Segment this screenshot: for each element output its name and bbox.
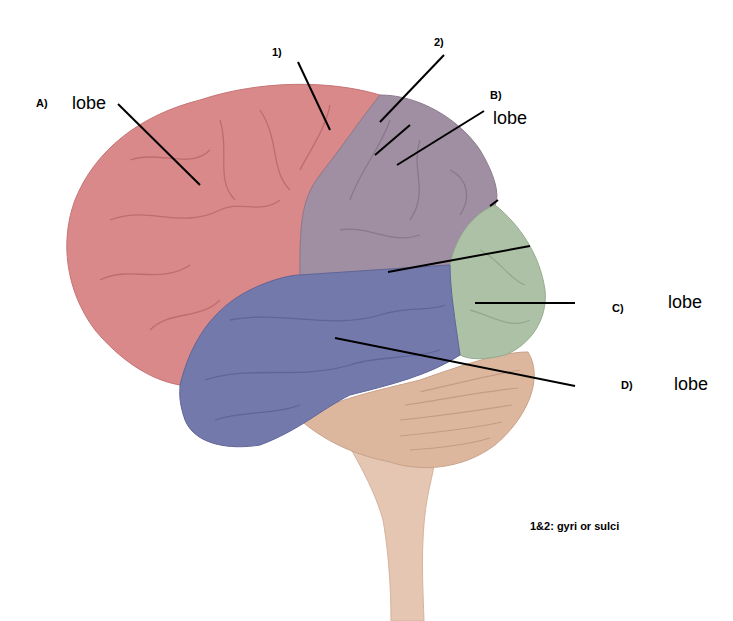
callout-letter: D) (621, 379, 633, 391)
leader-line (397, 111, 484, 165)
callout-letter: C) (612, 302, 624, 314)
occipital-lobe (450, 205, 545, 359)
leader-line (388, 246, 530, 272)
callout-letter: A) (36, 97, 48, 109)
lobe-label: lobe (668, 293, 702, 313)
leader-line (380, 55, 444, 122)
callout-letter: B) (490, 89, 502, 101)
leader-line (490, 200, 498, 206)
leader-line (335, 338, 575, 386)
leader-line (118, 104, 200, 185)
leader-lines (118, 55, 575, 386)
callout-number: 2) (434, 36, 444, 48)
temporal-lobe (180, 265, 460, 447)
leader-line (375, 125, 410, 155)
lobe-label: lobe (493, 109, 527, 129)
lobe-label: lobe (72, 94, 106, 114)
lobe-label: lobe (674, 375, 708, 395)
leader-line (298, 62, 330, 130)
note-text: 1&2: gyri or sulci (530, 520, 619, 532)
leader-line (475, 302, 575, 304)
callout-number: 1) (272, 46, 282, 58)
